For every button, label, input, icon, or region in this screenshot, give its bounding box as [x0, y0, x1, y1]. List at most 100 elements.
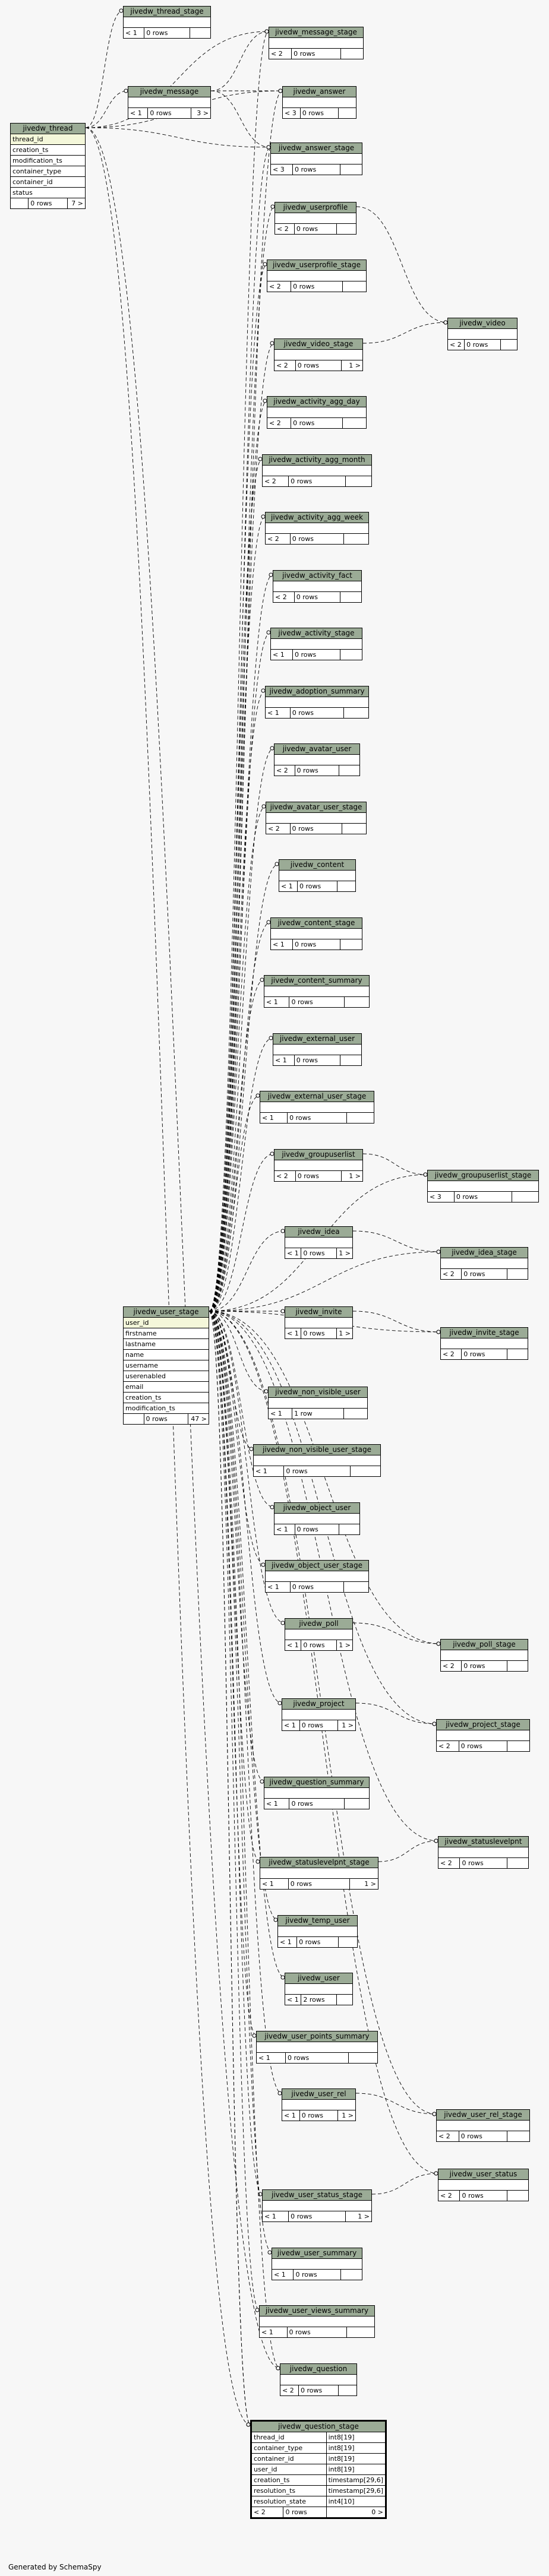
- parents-count[interactable]: < 1: [274, 1524, 295, 1535]
- table-title[interactable]: jivedw_external_user: [273, 1033, 362, 1045]
- table-title[interactable]: jivedw_statuslevelpnt: [438, 1836, 529, 1847]
- table-title[interactable]: jivedw_idea: [285, 1226, 353, 1238]
- table-title[interactable]: jivedw_object_user_stage: [265, 1560, 369, 1571]
- parents-count[interactable]: < 2: [440, 1660, 462, 1672]
- table-title[interactable]: jivedw_poll_stage: [440, 1639, 528, 1650]
- children-count[interactable]: 1 >: [341, 360, 363, 371]
- table-title[interactable]: jivedw_content_stage: [270, 917, 362, 929]
- table-title[interactable]: jivedw_invite_stage: [440, 1327, 528, 1338]
- table-title[interactable]: jivedw_activity_agg_week: [265, 512, 369, 523]
- children-count[interactable]: [339, 1524, 360, 1535]
- table-title[interactable]: jivedw_project: [282, 1698, 356, 1710]
- parents-count[interactable]: < 1: [265, 1581, 291, 1593]
- parents-count[interactable]: < 2: [274, 223, 295, 235]
- children-count[interactable]: 0 >: [326, 2507, 387, 2518]
- children-count[interactable]: [343, 533, 369, 545]
- table-title[interactable]: jivedw_userprofile: [274, 202, 356, 213]
- children-count[interactable]: [338, 107, 356, 119]
- parents-count[interactable]: < 2: [273, 591, 295, 603]
- table-title[interactable]: jivedw_poll: [285, 1618, 353, 1629]
- parents-count[interactable]: < 2: [440, 1268, 462, 1280]
- children-count[interactable]: [339, 765, 360, 776]
- table-title[interactable]: jivedw_user_status_stage: [262, 2189, 372, 2201]
- parents-count[interactable]: < 1: [282, 2110, 300, 2121]
- table-title[interactable]: jivedw_message: [128, 86, 211, 97]
- parents-count[interactable]: < 1: [284, 1328, 302, 1339]
- parents-count[interactable]: < 1: [263, 996, 290, 1008]
- table-title[interactable]: jivedw_groupuserlist_stage: [427, 1170, 539, 1181]
- children-count[interactable]: 1 >: [337, 2110, 356, 2121]
- children-count[interactable]: [337, 881, 356, 892]
- parents-count[interactable]: < 1: [284, 1994, 302, 2005]
- parents-count[interactable]: < 1: [282, 1720, 300, 1731]
- table-title[interactable]: jivedw_avatar_user_stage: [266, 802, 367, 813]
- children-count[interactable]: [346, 2327, 375, 2338]
- children-count[interactable]: [340, 1055, 362, 1066]
- table-title[interactable]: jivedw_thread_stage: [123, 6, 211, 17]
- table-title[interactable]: jivedw_activity_agg_month: [262, 454, 372, 466]
- table-title[interactable]: jivedw_idea_stage: [440, 1247, 528, 1258]
- parents-count[interactable]: < 1: [261, 2211, 289, 2222]
- parents-count[interactable]: < 2: [274, 765, 295, 776]
- table-title[interactable]: jivedw_video: [447, 318, 518, 329]
- children-count[interactable]: [338, 2385, 357, 2396]
- children-count[interactable]: [506, 2190, 529, 2201]
- parents-count[interactable]: < 3: [427, 1191, 455, 1202]
- children-count[interactable]: [506, 1857, 529, 1869]
- parents-count[interactable]: < 3: [270, 164, 293, 175]
- table-title[interactable]: jivedw_user_rel: [282, 2088, 356, 2100]
- children-count[interactable]: [342, 823, 367, 834]
- parents-count[interactable]: < 1: [284, 1640, 302, 1651]
- children-count[interactable]: [506, 1349, 529, 1360]
- children-count[interactable]: 3 >: [190, 107, 212, 119]
- parents-count[interactable]: < 1: [259, 1112, 288, 1124]
- table-title[interactable]: jivedw_non_visible_user_stage: [253, 1444, 381, 1455]
- table-title[interactable]: jivedw_content: [279, 859, 356, 871]
- table-title[interactable]: jivedw_message_stage: [269, 27, 364, 38]
- children-count[interactable]: 1 >: [336, 1328, 354, 1339]
- parents-count[interactable]: < 2: [266, 823, 291, 834]
- table-title[interactable]: jivedw_content_summary: [264, 975, 370, 986]
- parents-count[interactable]: < 2: [268, 48, 292, 59]
- parents-count[interactable]: < 1: [270, 649, 293, 660]
- children-count[interactable]: [346, 1112, 375, 1124]
- children-count[interactable]: [507, 1740, 530, 1752]
- table-title[interactable]: jivedw_external_user_stage: [260, 1091, 374, 1102]
- parents-count[interactable]: < 1: [256, 2052, 286, 2064]
- parents-count[interactable]: < 2: [274, 360, 296, 371]
- parents-count[interactable]: < 2: [437, 1857, 460, 1869]
- parents-count[interactable]: < 2: [280, 2385, 299, 2396]
- children-count[interactable]: [343, 1408, 368, 1419]
- parents-count[interactable]: < 1: [273, 1055, 295, 1066]
- table-title[interactable]: jivedw_project_stage: [436, 1719, 530, 1730]
- table-title[interactable]: jivedw_invite: [285, 1306, 353, 1318]
- children-count[interactable]: [340, 591, 362, 603]
- table-title[interactable]: jivedw_adoption_summary: [265, 686, 369, 697]
- children-count[interactable]: [336, 223, 356, 235]
- parents-count[interactable]: < 2: [436, 1740, 459, 1752]
- children-count[interactable]: [348, 2052, 378, 2064]
- table-title[interactable]: jivedw_thread: [10, 123, 86, 134]
- parents-count[interactable]: [123, 1413, 144, 1425]
- parents-count[interactable]: < 1: [284, 1248, 302, 1259]
- children-count[interactable]: [343, 707, 369, 719]
- table-title[interactable]: jivedw_activity_agg_day: [267, 396, 367, 407]
- children-count[interactable]: [340, 649, 362, 660]
- children-count[interactable]: [500, 339, 518, 350]
- children-count[interactable]: 1 >: [349, 1878, 378, 1890]
- table-title[interactable]: jivedw_user: [285, 1973, 353, 1984]
- children-count[interactable]: [349, 1466, 381, 1477]
- children-count[interactable]: 47 >: [188, 1413, 209, 1425]
- children-count[interactable]: 1 >: [336, 1248, 354, 1259]
- table-title[interactable]: jivedw_question: [280, 2363, 357, 2375]
- table-title[interactable]: jivedw_temp_user: [277, 1915, 358, 1926]
- table-title[interactable]: jivedw_user_stage: [123, 1306, 209, 1318]
- children-count[interactable]: [340, 939, 362, 950]
- table-title[interactable]: jivedw_non_visible_user: [268, 1387, 368, 1398]
- children-count[interactable]: [336, 1994, 354, 2005]
- parents-count[interactable]: < 3: [282, 107, 301, 119]
- table-title[interactable]: jivedw_statuslevelpnt_stage: [260, 1857, 378, 1868]
- parents-count[interactable]: < 1: [260, 1878, 289, 1890]
- children-count[interactable]: [506, 1660, 529, 1672]
- children-count[interactable]: 7 >: [67, 198, 86, 209]
